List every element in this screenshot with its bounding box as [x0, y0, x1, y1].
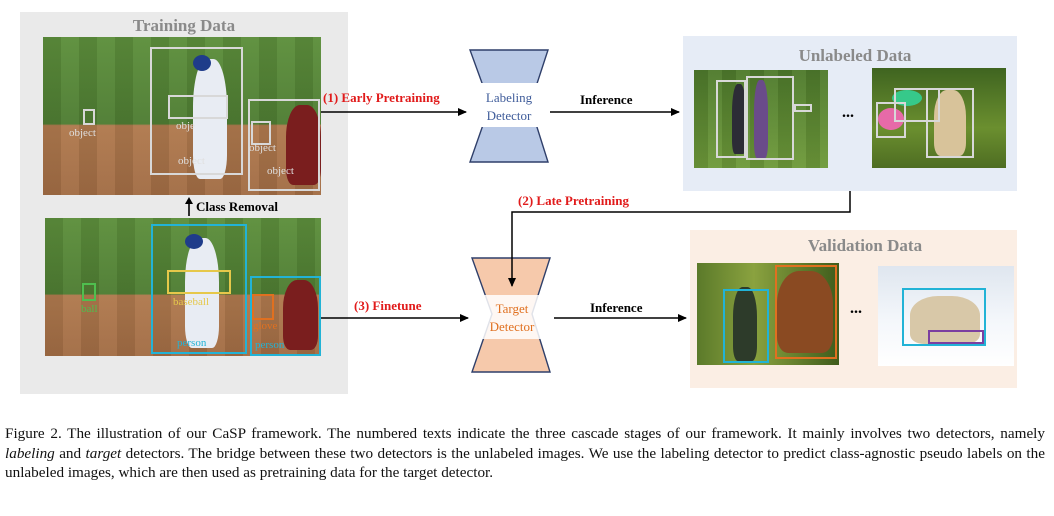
validation-image-1 — [697, 263, 839, 365]
caption-part-1: Figure 2. The illustration of our CaSP f… — [5, 425, 1045, 442]
person-figure — [754, 80, 768, 158]
bbox-bat — [168, 95, 228, 119]
hand — [878, 108, 904, 130]
target-detector-line1: Target — [495, 301, 529, 316]
bbox — [794, 104, 812, 112]
caption-part-2: and — [54, 444, 86, 462]
inference-bottom-label: Inference — [590, 300, 643, 315]
label-ball: ball — [81, 303, 98, 315]
label-person-2: person — [255, 339, 285, 351]
target-detector-label-bg — [481, 295, 543, 339]
label-glove: glove — [253, 320, 278, 332]
label-object-5: object — [267, 165, 294, 177]
bbox-ball — [83, 109, 95, 125]
bbox-ball — [82, 283, 96, 301]
bbox-person — [723, 289, 769, 363]
label-object-2: obje — [176, 120, 195, 132]
class-removal-arrow — [185, 197, 193, 216]
bbox-batter — [151, 224, 247, 354]
class-removal-label: Class Removal — [196, 199, 278, 214]
inference-top-label: Inference — [580, 92, 633, 107]
label-object-4: object — [249, 142, 276, 154]
late-pretraining-arrow — [508, 191, 851, 287]
bbox — [746, 76, 794, 160]
label-object-3: object — [178, 155, 205, 167]
labeling-detector-line1: Labeling — [485, 90, 533, 105]
bbox-glove — [251, 121, 271, 145]
bbox-snowboard — [928, 330, 984, 344]
bbox — [894, 88, 940, 122]
labeling-detector-line2: Detector — [486, 108, 532, 123]
horse-figure — [777, 271, 833, 353]
bbox — [926, 88, 974, 158]
validation-data-title: Validation Data — [807, 236, 923, 255]
bbox-person — [902, 288, 986, 346]
labeling-detector-label-bg — [478, 83, 540, 127]
training-image-bottom: ball baseball glove person person — [45, 218, 321, 356]
caption-emphasis-target: target — [85, 444, 122, 462]
finetune-label: (3) Finetune — [354, 298, 422, 313]
snowboarder-figure — [910, 296, 980, 344]
diagram-svg — [321, 49, 851, 373]
bbox — [716, 80, 746, 158]
unlabeled-data-title: Unlabeled Data — [798, 46, 912, 65]
catcher-figure — [286, 105, 321, 185]
batter-helmet — [185, 234, 203, 249]
bbox-bat — [167, 270, 231, 294]
labeling-detector-label: Labeling Detector — [478, 89, 540, 125]
batter-figure — [193, 59, 227, 179]
bbox-catcher — [250, 276, 321, 356]
bbox-batter — [150, 47, 243, 175]
batter-helmet — [193, 55, 211, 71]
unlabeled-image-2 — [872, 68, 1006, 168]
unlabeled-ellipsis: ... — [842, 104, 854, 121]
figure-caption: Figure 2. The illustration of our CaSP f… — [5, 424, 1045, 483]
late-pretraining-label: (2) Late Pretraining — [518, 193, 629, 208]
caption-emphasis-labeling: labeling — [5, 444, 55, 462]
catcher-figure — [283, 280, 318, 350]
label-baseball: baseball — [173, 296, 210, 308]
bbox-horse — [775, 265, 837, 359]
bbox-catcher — [248, 99, 320, 191]
early-pretraining-label: (1) Early Pretraining — [323, 90, 440, 105]
person-figure — [733, 287, 757, 361]
label-person-1: person — [177, 337, 207, 349]
unlabeled-image-1 — [694, 70, 828, 168]
validation-image-2 — [878, 266, 1014, 366]
training-image-top: object obje object object object — [43, 37, 321, 195]
validation-ellipsis: ... — [850, 300, 862, 317]
person-figure — [732, 84, 746, 154]
target-detector-label: Target Detector — [481, 300, 543, 336]
caption-part-3: detectors. The bridge between these two … — [5, 444, 1045, 482]
training-data-title: Training Data — [132, 16, 236, 35]
bbox-glove — [252, 294, 274, 320]
label-object-1: object — [69, 127, 96, 139]
target-detector-line2: Detector — [489, 319, 535, 334]
